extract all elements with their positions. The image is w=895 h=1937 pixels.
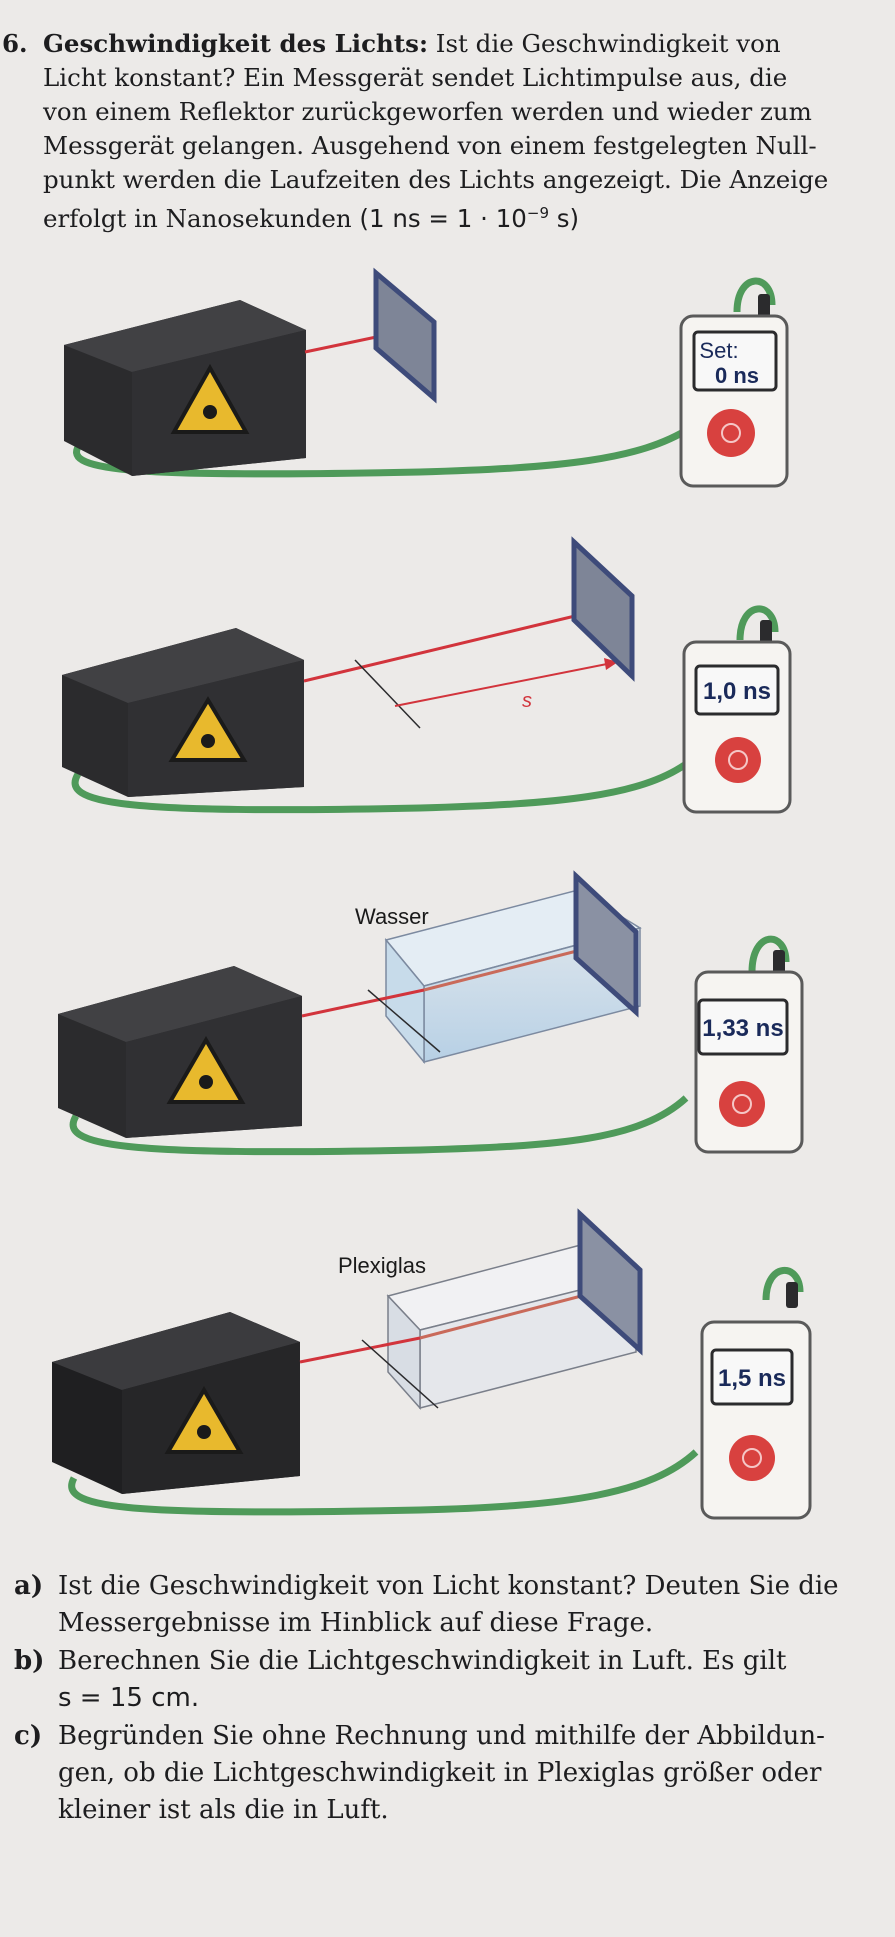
cable-3 bbox=[69, 1095, 689, 1156]
distance-origin-line bbox=[354, 659, 421, 729]
unit-formula: (1 ns = 1 · 10−9 s) bbox=[359, 204, 580, 233]
task-line-6: erfolgt in Nanosekunden (1 ns = 1 · 10−9… bbox=[43, 196, 579, 237]
laser-box-2 bbox=[62, 628, 304, 797]
display-4: 1,5 ns bbox=[718, 1365, 786, 1392]
measuring-device-2: 1,0 ns bbox=[682, 605, 792, 814]
laser-beam-3 bbox=[301, 988, 425, 1018]
task-line-4: Messgerät gelangen. Ausgehend von einem … bbox=[43, 131, 817, 160]
task-line-2: Licht konstant? Ein Messgerät sendet Lic… bbox=[43, 63, 788, 92]
medium-label-water: Wasser bbox=[355, 904, 429, 929]
medium-label-plexiglas: Plexiglas bbox=[338, 1253, 426, 1278]
laser-warning-icon bbox=[168, 696, 248, 762]
question-b-letter: b) bbox=[14, 1646, 45, 1676]
laser-warning-icon bbox=[164, 1386, 244, 1454]
task-title: Geschwindigkeit des Lichts: bbox=[43, 29, 428, 58]
task-line-1-rest: Ist die Geschwindigkeit von bbox=[435, 29, 781, 58]
reference-line-3 bbox=[367, 989, 441, 1053]
reference-line-4 bbox=[361, 1339, 439, 1409]
reflector-4 bbox=[577, 1208, 643, 1356]
question-a-letter: a) bbox=[14, 1571, 44, 1601]
cable-1 bbox=[73, 425, 692, 478]
question-c-letter: c) bbox=[14, 1721, 43, 1751]
task-line-3: von einem Reflektor zurückgeworfen werde… bbox=[43, 97, 812, 126]
figure-3: Wasser bbox=[58, 870, 804, 1156]
distance-arrow bbox=[394, 662, 613, 707]
question-c-line-3: kleiner ist als die in Luft. bbox=[58, 1795, 389, 1825]
reflector-3 bbox=[573, 870, 639, 1018]
question-c-line-2: gen, ob die Lichtgeschwindigkeit in Plex… bbox=[58, 1758, 822, 1788]
figure-4: Plexiglas bbox=[52, 1208, 812, 1520]
plexiglas-block bbox=[386, 1241, 638, 1410]
display-2: 1,0 ns bbox=[703, 678, 771, 705]
question-a-line-2: Messergebnisse im Hinblick auf diese Fra… bbox=[58, 1608, 654, 1638]
device-button-4 bbox=[729, 1435, 775, 1481]
laser-beam-2 bbox=[303, 608, 601, 683]
device-button-2 bbox=[715, 737, 761, 783]
laser-box-4 bbox=[52, 1312, 300, 1494]
question-b-line-2: s = 15 cm. bbox=[58, 1683, 200, 1713]
task-line-6-text: erfolgt in Nanosekunden bbox=[43, 204, 352, 233]
experiment-figures: Set: 0 ns s bbox=[52, 267, 812, 1520]
measuring-device-4: 1,5 ns bbox=[700, 1266, 812, 1520]
figure-2: s 1,0 ns bbox=[62, 536, 792, 814]
display-1-top: Set: bbox=[699, 338, 738, 363]
cable-2 bbox=[71, 761, 688, 814]
laser-warning-icon bbox=[166, 1036, 246, 1104]
reflector-2 bbox=[571, 536, 635, 682]
display-1-bottom: 0 ns bbox=[715, 363, 759, 388]
laser-warning-icon bbox=[170, 363, 250, 434]
distance-label: s bbox=[522, 690, 532, 712]
cable-4 bbox=[68, 1449, 699, 1516]
task-line-5: punkt werden die Laufzeiten des Lichts a… bbox=[43, 165, 829, 194]
question-b-line-1: Berechnen Sie die Lichtgeschwindigkeit i… bbox=[58, 1646, 787, 1676]
laser-beam-4 bbox=[299, 1336, 421, 1364]
laser-box-3 bbox=[58, 966, 302, 1138]
reflector-1 bbox=[373, 267, 437, 404]
device-button-1 bbox=[707, 409, 755, 457]
device-button-3 bbox=[719, 1081, 765, 1127]
question-c-line-1: Begründen Sie ohne Rechnung und mithilfe… bbox=[58, 1721, 825, 1751]
task-number: 6. bbox=[2, 29, 28, 58]
figure-1: Set: 0 ns bbox=[64, 267, 789, 488]
question-a-line-1: Ist die Geschwindigkeit von Licht konsta… bbox=[58, 1571, 839, 1601]
measuring-device-1: Set: 0 ns bbox=[679, 277, 789, 488]
measuring-device-3: 1,33 ns bbox=[694, 935, 804, 1154]
laser-box-1 bbox=[64, 300, 306, 476]
display-3: 1,33 ns bbox=[702, 1015, 783, 1042]
